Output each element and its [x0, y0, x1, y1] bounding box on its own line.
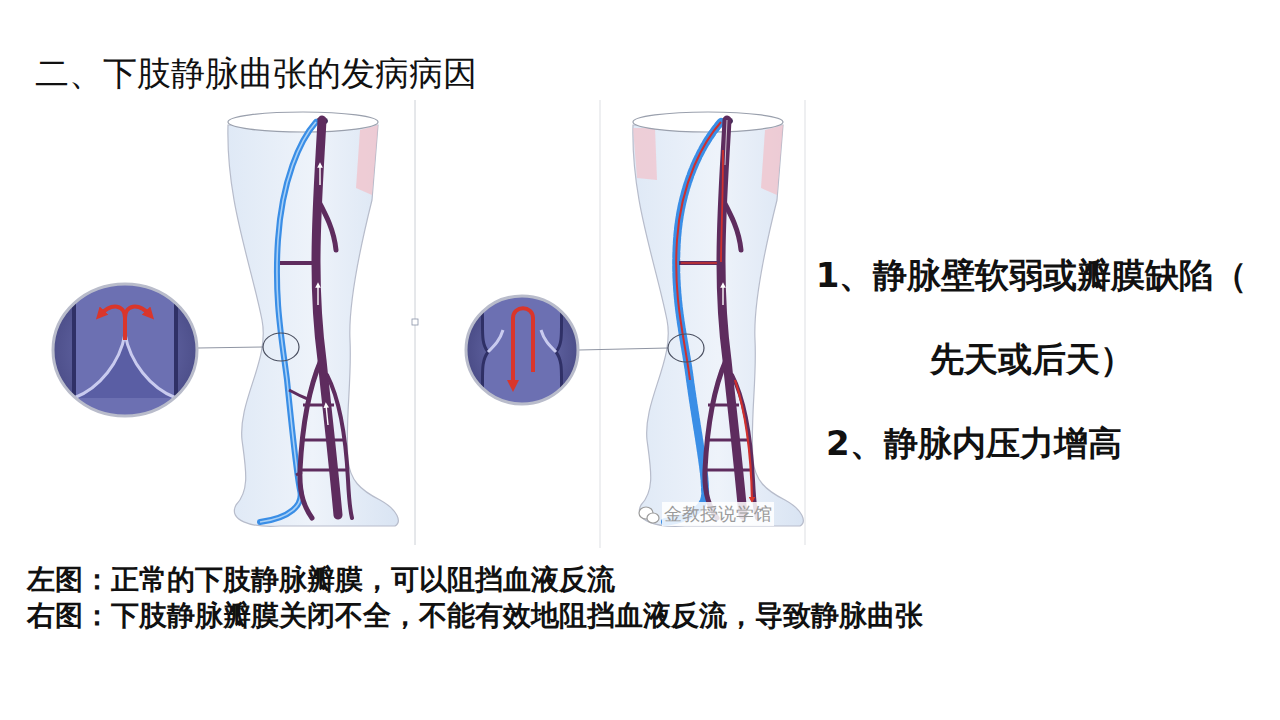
slide-title: 二、下肢静脉曲张的发病病因	[35, 52, 477, 94]
normal-valve-magnified	[40, 270, 299, 430]
panel-border	[805, 100, 806, 545]
cause-item: 2、静脉内压力增高	[826, 421, 1122, 465]
panel-border	[600, 100, 601, 548]
normal-leg	[228, 112, 398, 526]
watermark: 金教授说学馆	[662, 502, 774, 526]
figure-caption: 左图：正常的下肢静脉瓣膜，可以阻挡血液反流	[27, 562, 615, 598]
varicose-leg	[633, 112, 803, 526]
figure-caption: 右图：下肢静脉瓣膜关闭不全，不能有效地阻挡血液反流，导致静脉曲张	[27, 598, 923, 634]
separator-handle	[412, 319, 418, 325]
watermark-icon	[639, 507, 659, 523]
cause-item: 1、静脉壁软弱或瓣膜缺陷（先天或后天）	[804, 233, 1259, 401]
incompetent-valve-magnified	[460, 290, 704, 410]
